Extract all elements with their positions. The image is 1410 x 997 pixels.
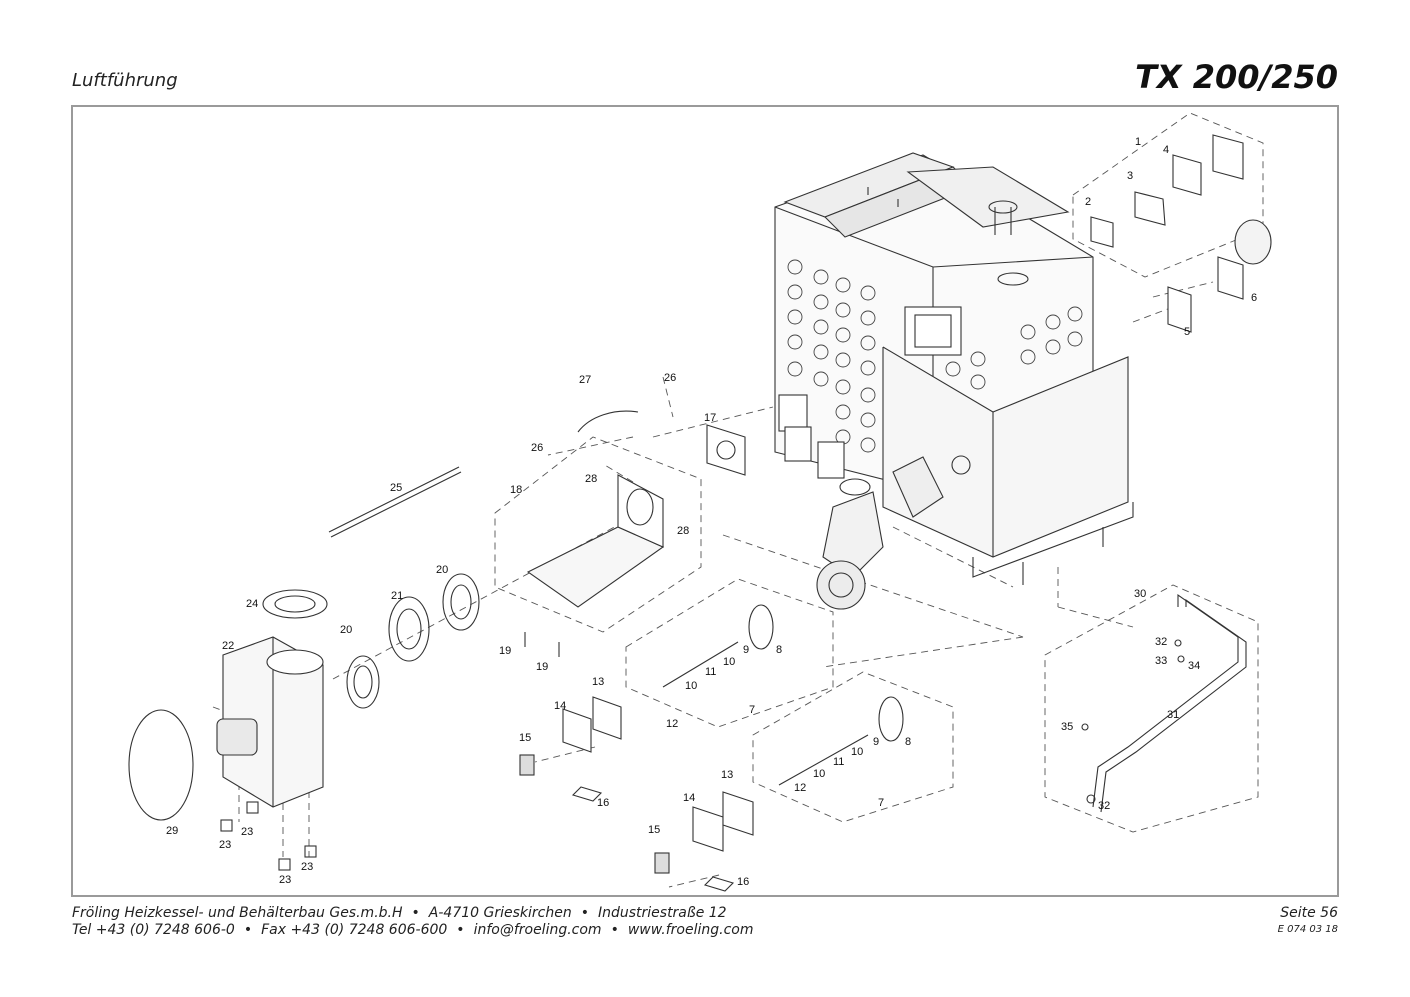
page-number: Seite 56 [1280, 905, 1338, 921]
callout-1: 1 [1135, 136, 1141, 148]
callout-12-upper: 12 [666, 718, 678, 730]
separator: • [243, 922, 253, 938]
callout-5: 5 [1184, 326, 1190, 338]
callout-8-upper: 8 [776, 644, 782, 656]
bracket-27 [577, 410, 639, 433]
callout-13-upper: 13 [592, 676, 604, 688]
company-name: Fröling Heizkessel- und Behälterbau Ges.… [72, 905, 403, 921]
gasket-20-upper [442, 573, 480, 631]
cover-disc-29 [128, 709, 194, 821]
flange-21 [388, 596, 430, 662]
callout-4: 4 [1163, 144, 1169, 156]
pipe-31 [1081, 593, 1247, 813]
callout-10-c: 10 [851, 746, 863, 758]
separator: • [411, 905, 420, 921]
callout-19-a: 19 [499, 645, 511, 657]
callout-7-lower: 7 [878, 797, 884, 809]
callout-30: 30 [1134, 588, 1146, 600]
exploded-parts-diagram: 1 2 3 4 5 6 7 7 8 8 9 9 10 10 10 10 11 1… [128, 112, 1272, 892]
separator: • [580, 905, 589, 921]
callout-20-lower: 20 [340, 624, 352, 636]
callout-28-b: 28 [677, 525, 689, 537]
feed-assembly [816, 455, 971, 610]
company-email: info@froeling.com [473, 922, 602, 938]
callout-11-upper: 11 [705, 666, 716, 678]
callout-23-c: 23 [279, 874, 291, 886]
callout-12-lower: 12 [794, 782, 806, 794]
air-damper-group-upper [519, 604, 774, 802]
callout-18: 18 [510, 484, 522, 496]
flange-17 [706, 424, 746, 476]
callout-24: 24 [246, 598, 258, 610]
callout-6: 6 [1251, 292, 1257, 304]
company-phone: Tel +43 (0) 7248 606-0 [72, 922, 235, 938]
callout-32-a: 32 [1155, 636, 1167, 648]
company-contact-line: Tel +43 (0) 7248 606-0 • Fax +43 (0) 7248 … [72, 922, 754, 939]
tie-rod-25 [328, 466, 460, 533]
callout-11-lower: 11 [833, 756, 844, 768]
company-website: www.froeling.com [627, 922, 754, 938]
callout-17: 17 [704, 412, 716, 424]
callout-2: 2 [1085, 196, 1091, 208]
callout-33: 33 [1155, 655, 1167, 667]
callout-31: 31 [1167, 709, 1179, 721]
foot-23 [220, 819, 233, 832]
mount-bracket-18 [524, 474, 665, 657]
callout-13-lower: 13 [721, 769, 733, 781]
callout-22: 22 [222, 640, 234, 652]
company-city: A-4710 Grieskirchen [428, 905, 572, 921]
callout-labels: 1 2 3 4 5 6 7 7 8 8 9 9 10 10 10 10 11 1… [166, 136, 1257, 888]
callout-34: 34 [1188, 660, 1200, 672]
callout-10-b: 10 [685, 680, 697, 692]
callout-21: 21 [391, 590, 403, 602]
inspection-openings-left [787, 259, 1083, 453]
callout-35: 35 [1061, 721, 1073, 733]
callout-15-lower: 15 [648, 824, 660, 836]
company-street: Industriestraße 12 [597, 905, 727, 921]
fan-housing-22 [216, 636, 324, 808]
gasket-24 [262, 589, 328, 619]
callout-28-a: 28 [585, 473, 597, 485]
callout-8-lower: 8 [905, 736, 911, 748]
callout-27: 27 [579, 374, 591, 386]
callout-19-b: 19 [536, 661, 548, 673]
callout-15-upper: 15 [519, 732, 531, 744]
exploded-diagram-frame: 1 2 3 4 5 6 7 7 8 8 9 9 10 10 10 10 11 1… [71, 105, 1339, 897]
section-title: Luftführung [72, 70, 178, 91]
callout-16-upper: 16 [597, 797, 609, 809]
callout-23-b: 23 [241, 826, 253, 838]
separator: • [456, 922, 465, 938]
document-number: E 074 03 18 [1277, 924, 1338, 935]
ignition-fan-group [1090, 134, 1272, 333]
callout-29: 29 [166, 825, 178, 837]
callout-9-lower: 9 [873, 736, 879, 748]
boiler-body [774, 152, 1134, 585]
model-title: TX 200/250 [1135, 58, 1338, 96]
callout-26-b: 26 [531, 442, 543, 454]
callout-10-a: 10 [723, 656, 735, 668]
callout-14-lower: 14 [683, 792, 695, 804]
callout-23-d: 23 [301, 861, 313, 873]
callout-25: 25 [390, 482, 402, 494]
company-footer: Fröling Heizkessel- und Behälterbau Ges.… [72, 905, 754, 939]
callout-9-upper: 9 [743, 644, 749, 656]
callout-32-b: 32 [1098, 800, 1110, 812]
gasket-20-lower [346, 655, 380, 709]
company-address-line: Fröling Heizkessel- und Behälterbau Ges.… [72, 905, 754, 922]
callout-16-lower: 16 [737, 876, 749, 888]
callout-10-d: 10 [813, 768, 825, 780]
company-fax: Fax +43 (0) 7248 606-600 [261, 922, 448, 938]
page-info: Seite 56 E 074 03 18 [1278, 905, 1338, 938]
callout-23-a: 23 [219, 839, 231, 851]
air-damper-group-lower [654, 696, 904, 892]
separator: • [610, 922, 619, 938]
callout-20-upper: 20 [436, 564, 448, 576]
callout-3: 3 [1127, 170, 1133, 182]
callout-26-a: 26 [664, 372, 676, 384]
callout-14-upper: 14 [554, 700, 566, 712]
callout-7-upper: 7 [749, 704, 755, 716]
